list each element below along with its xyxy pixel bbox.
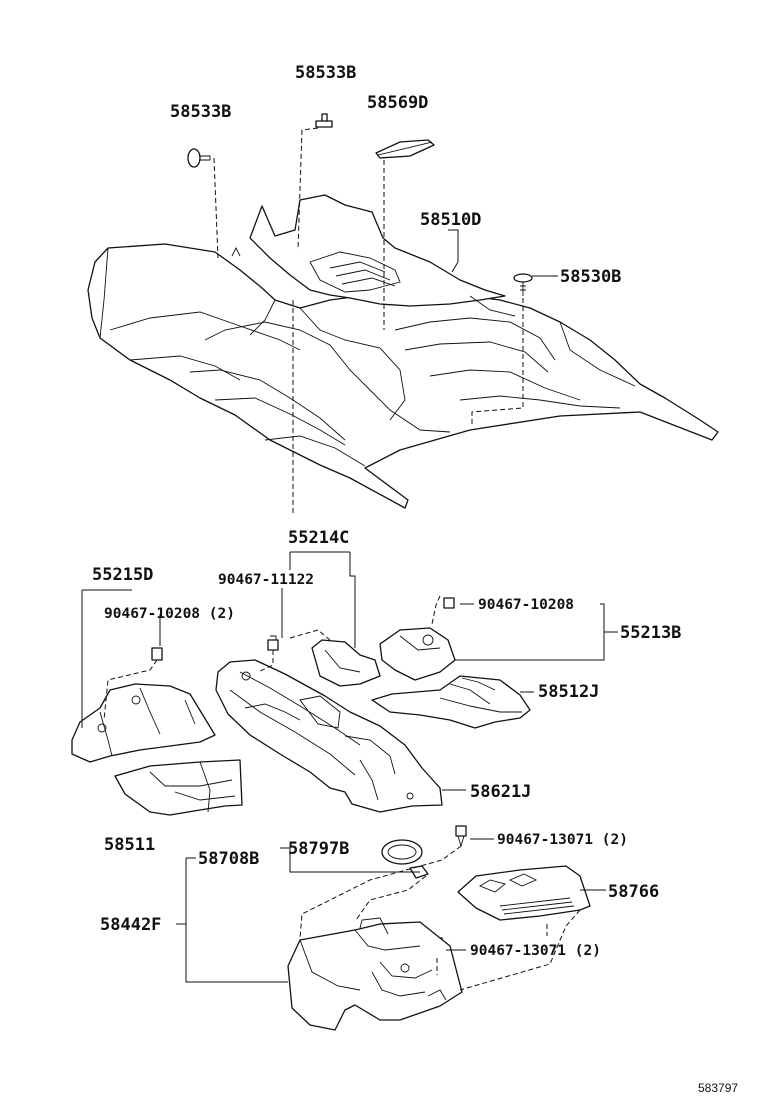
label-58708b: 58708B <box>198 849 259 869</box>
label-58797b: 58797B <box>288 839 349 859</box>
label-90467-10208-2: 90467-10208 (2) <box>104 606 235 622</box>
panel-58766 <box>457 865 591 921</box>
silencer-58512j <box>371 675 531 729</box>
label-90467-13071-upper: 90467-13071 (2) <box>497 832 628 848</box>
label-90467-10208: 90467-10208 <box>478 597 574 613</box>
tunnel-silencer-58621j <box>215 659 443 813</box>
pad-58569d <box>375 139 435 159</box>
label-58766: 58766 <box>608 882 659 902</box>
label-58533b-left: 58533B <box>170 102 231 122</box>
clip-90467-10208 <box>443 597 455 609</box>
silencer-55213b <box>379 627 456 681</box>
plug-58533b-left <box>187 148 211 168</box>
clip-90467-10208-left <box>151 647 163 661</box>
label-55213b: 55213B <box>620 623 681 643</box>
clip-58530b <box>513 273 533 296</box>
silencer-55214c <box>311 639 381 687</box>
clip-90467-13071-upper <box>455 825 467 848</box>
clip-90467-11122 <box>267 635 279 651</box>
label-58533b-top: 58533B <box>295 63 356 83</box>
label-90467-13071-lower: 90467-13071 (2) <box>470 943 601 959</box>
label-58510d: 58510D <box>420 210 481 230</box>
label-55215d: 55215D <box>92 565 153 585</box>
plug-58533b-top <box>315 113 333 128</box>
label-58512j: 58512J <box>538 682 599 702</box>
label-58530b: 58530B <box>560 267 621 287</box>
diagram-reference-number: 583797 <box>698 1081 738 1095</box>
label-55214c: 55214C <box>288 528 349 548</box>
label-90467-11122: 90467-11122 <box>218 572 314 588</box>
silencer-55215d <box>71 683 216 763</box>
label-58569d: 58569D <box>367 93 428 113</box>
silencer-58511 <box>114 759 243 816</box>
ring-58797b <box>381 839 423 865</box>
console-tray-58442f <box>287 917 463 1031</box>
label-58442f: 58442F <box>100 915 161 935</box>
label-58621j: 58621J <box>470 782 531 802</box>
label-58511: 58511 <box>104 835 155 855</box>
floor-carpet-58510d <box>87 194 719 509</box>
